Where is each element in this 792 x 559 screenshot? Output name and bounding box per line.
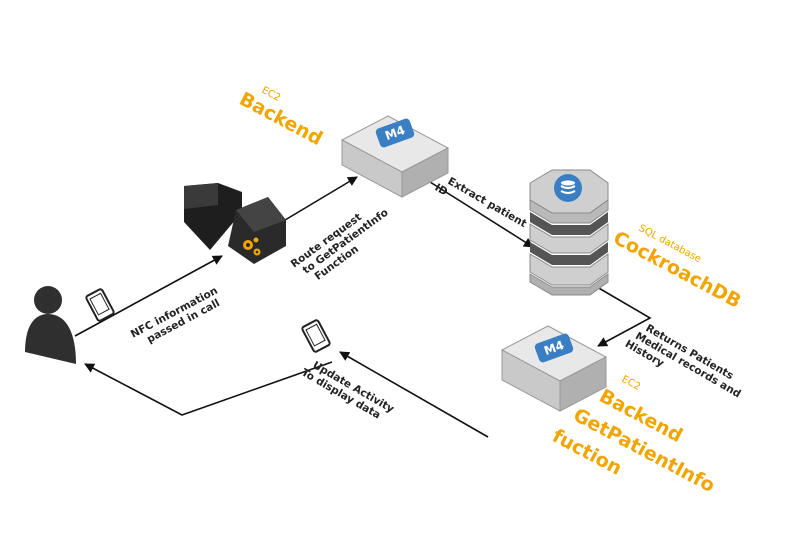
edge-extract-line bbox=[429, 181, 534, 248]
backend-bottom-tag: EC2 bbox=[620, 374, 643, 393]
backend-bottom-server: M4 bbox=[500, 325, 608, 412]
gear-icon bbox=[243, 237, 261, 256]
backend-top-name: Backend bbox=[236, 88, 326, 150]
database-icon bbox=[529, 169, 609, 296]
edge-label-update: Update Activity To display data bbox=[299, 359, 396, 421]
backend-top-server: M4 bbox=[340, 115, 450, 198]
edge-returns-line bbox=[596, 286, 652, 347]
edge-label-returns: Returns Patients Medical records and His… bbox=[623, 322, 743, 400]
edge-label-nfc: NFC information passed in call bbox=[129, 285, 222, 346]
backend-top-badge: M4 bbox=[383, 123, 407, 143]
database-name: CockroachDB bbox=[610, 227, 745, 313]
api-gateway-gear-icon bbox=[184, 183, 286, 264]
phone-icon-top bbox=[85, 288, 115, 322]
user-icon bbox=[25, 286, 76, 364]
phone-icon-bottom bbox=[301, 319, 331, 353]
edge-return-user-line bbox=[84, 361, 333, 416]
edge-label-extract-line1: Extract patient bbox=[446, 175, 529, 230]
edge-label-returns-line2: Medical records and bbox=[633, 330, 743, 400]
edge-label-extract: Extract patient ID bbox=[433, 175, 529, 230]
edge-update-line bbox=[339, 351, 489, 438]
edge-label-route: Route request to GetPatientInfo Function bbox=[289, 207, 391, 283]
edge-nfc-line bbox=[74, 255, 223, 337]
backend-bottom-badge: M4 bbox=[542, 338, 566, 358]
edge-label-extract-line2: ID bbox=[433, 182, 450, 199]
